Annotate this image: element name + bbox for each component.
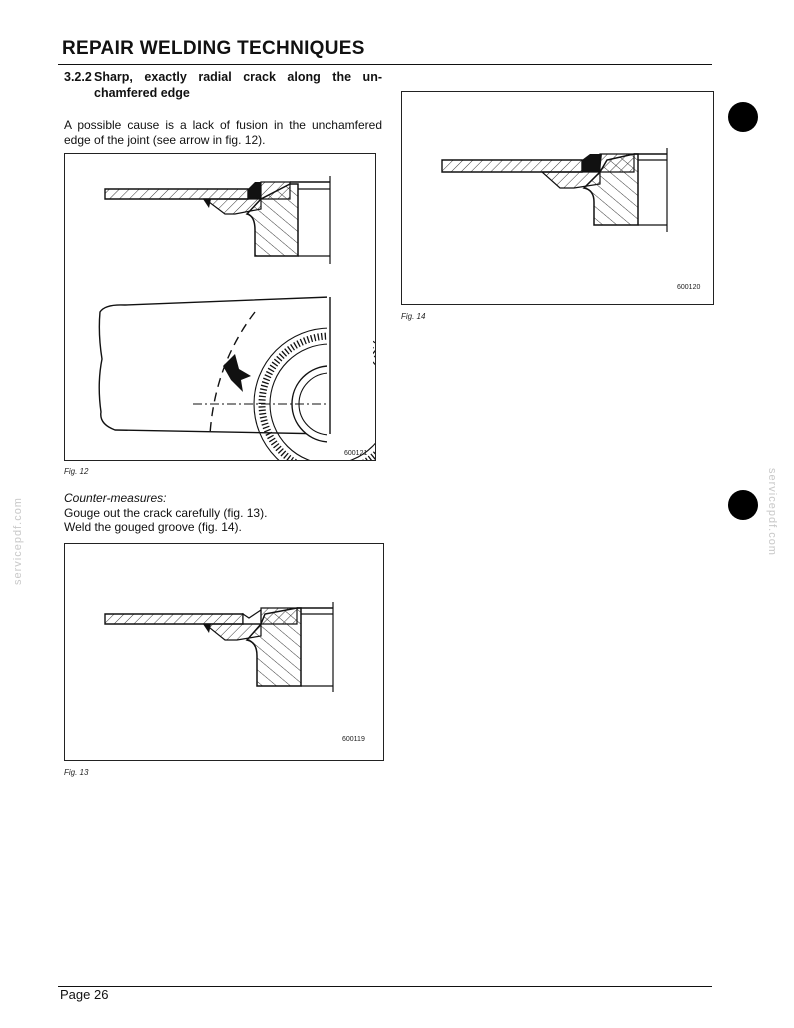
figure-13-label: Fig. 13 (64, 768, 89, 777)
countermeasure-line-2: Weld the gouged groove (fig. 14). (64, 520, 242, 534)
margin-bullet-top (728, 102, 758, 132)
figure-14-box: 600120 (401, 91, 714, 305)
figure-13-code: 600119 (342, 736, 365, 743)
figure-12-label: Fig. 12 (64, 467, 89, 476)
figure-13-box: 600119 (64, 543, 384, 761)
section-title: Sharp, exactly radial crack along the un… (94, 70, 382, 100)
page-number: Page 26 (60, 987, 109, 1002)
figure-13-drawing (104, 602, 334, 692)
countermeasure-line-1: Gouge out the crack carefully (fig. 13). (64, 506, 268, 520)
watermark-left: servicepdf.com (12, 497, 24, 585)
figure-14-code: 600120 (677, 284, 701, 291)
footer-rule (58, 986, 712, 987)
watermark-right: servicepdf.com (766, 468, 778, 556)
header-rule (58, 64, 712, 65)
figure-14-label: Fig. 14 (401, 312, 426, 321)
margin-bullet-middle (728, 490, 758, 520)
section-number: 3.2.2 (64, 70, 92, 84)
figure-12-code: 600121 (344, 450, 368, 457)
figure-12-box: 600121 (64, 153, 407, 481)
countermeasures-title: Counter-measures: (64, 491, 167, 505)
figure-14-drawing (441, 148, 668, 232)
page-title: REPAIR WELDING TECHNIQUES (62, 38, 365, 59)
intro-paragraph: A possible cause is a lack of fusion in … (64, 118, 382, 147)
figure-12-drawing (98, 176, 407, 481)
